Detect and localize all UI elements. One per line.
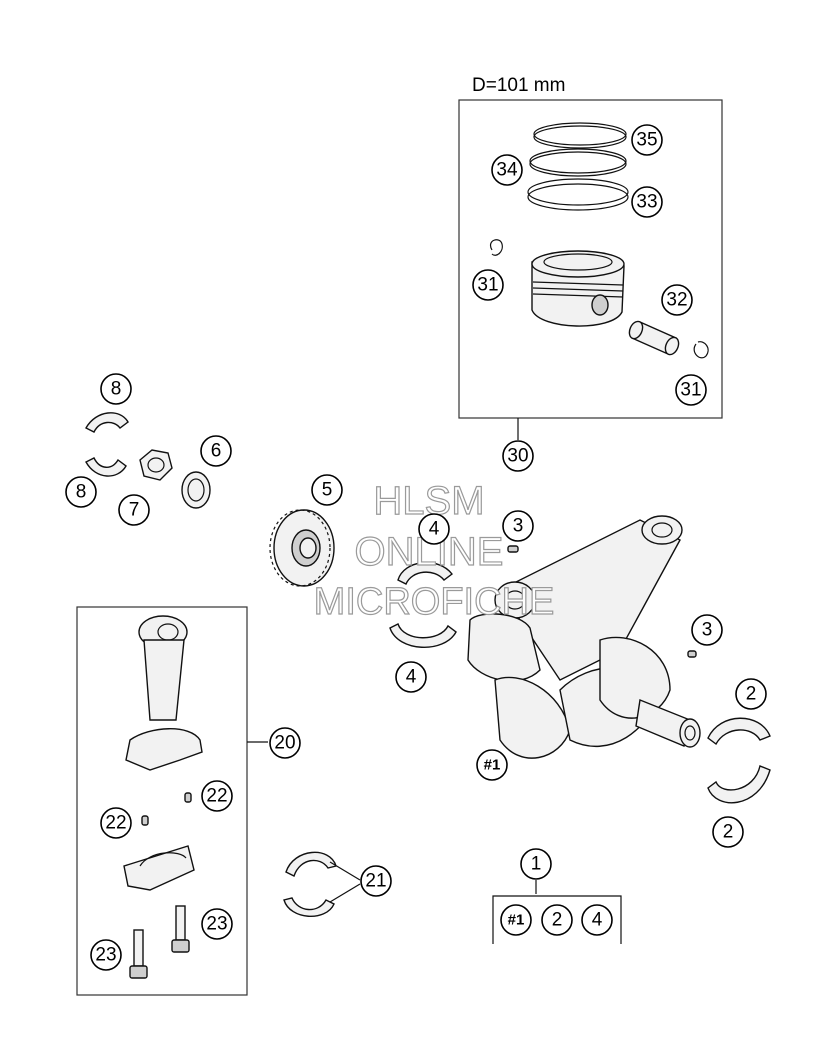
piston-rings: [527, 122, 629, 211]
svg-text:8: 8: [76, 482, 87, 503]
callout-2[interactable]: 2: [712, 816, 744, 848]
svg-text:23: 23: [206, 914, 227, 935]
watermark: HLSM ONLINE MICROFICHE: [313, 478, 555, 623]
bearing-shell: [707, 717, 771, 746]
piston-pin: [628, 320, 680, 356]
svg-text:22: 22: [206, 786, 227, 807]
callout-2[interactable]: 2: [735, 678, 767, 710]
callout-32[interactable]: 32: [661, 284, 693, 316]
kit-item-4[interactable]: 4: [581, 904, 613, 936]
svg-text:4: 4: [592, 910, 603, 931]
svg-text:31: 31: [680, 380, 701, 401]
leader-21: [329, 883, 361, 903]
callout-1[interactable]: 1: [520, 848, 552, 880]
bearing-shell: [85, 457, 127, 477]
svg-text:3: 3: [702, 620, 713, 641]
bearing-shell: [707, 765, 771, 804]
svg-text:8: 8: [111, 379, 122, 400]
crankshaft-gear: [269, 509, 335, 587]
svg-text:34: 34: [496, 160, 518, 181]
svg-text:21: 21: [365, 871, 386, 892]
callout-31[interactable]: 31: [675, 374, 707, 406]
callout-35[interactable]: 35: [631, 124, 663, 156]
svg-text:#1: #1: [508, 912, 525, 929]
con-rod-bolt: [129, 929, 148, 979]
piston-pin-circlip: [693, 341, 709, 359]
watermark-line-1: HLSM: [373, 479, 484, 523]
woodruff-key: [687, 650, 697, 658]
callout-crankshaft[interactable]: #1: [476, 749, 508, 781]
watermark-line-3: MICROFICHE: [314, 581, 555, 623]
con-rod-bolt: [171, 905, 190, 953]
callout-23[interactable]: 23: [201, 908, 233, 940]
kit-1-bracket: [492, 880, 622, 944]
woodruff-key: [507, 545, 519, 553]
callout-5[interactable]: 5: [311, 474, 343, 506]
bearing-shell: [85, 412, 129, 433]
callout-23[interactable]: 23: [90, 939, 122, 971]
callout-22[interactable]: 22: [201, 780, 233, 812]
bearing-shell: [389, 623, 457, 648]
lock-washer: [181, 471, 211, 509]
svg-text:4: 4: [429, 519, 440, 540]
svg-text:33: 33: [636, 192, 657, 213]
piston: [531, 250, 625, 327]
callout-8[interactable]: 8: [65, 476, 97, 508]
connecting-rod: [125, 615, 203, 771]
callout-4[interactable]: 4: [395, 661, 427, 693]
bearing-shell: [285, 851, 337, 877]
kit-item-2[interactable]: 2: [541, 904, 573, 936]
callout-34[interactable]: 34: [491, 154, 523, 186]
bearing-shell: [283, 897, 335, 918]
kit-item-crankshaft[interactable]: #1: [500, 904, 532, 936]
svg-text:7: 7: [129, 500, 140, 521]
svg-text:35: 35: [636, 130, 657, 151]
callout-20[interactable]: 20: [269, 727, 301, 759]
callout-6[interactable]: 6: [200, 435, 232, 467]
callout-22[interactable]: 22: [100, 807, 132, 839]
callout-3[interactable]: 3: [691, 614, 723, 646]
svg-text:2: 2: [746, 684, 757, 705]
svg-text:20: 20: [274, 733, 295, 754]
svg-text:3: 3: [513, 516, 524, 537]
svg-text:30: 30: [507, 446, 528, 467]
callout-8[interactable]: 8: [100, 373, 132, 405]
svg-text:6: 6: [211, 441, 222, 462]
dowel-pin: [184, 792, 192, 803]
svg-text:5: 5: [322, 480, 333, 501]
connecting-rod-cap: [123, 845, 195, 891]
callout-30[interactable]: 30: [502, 440, 534, 472]
callout-33[interactable]: 33: [631, 186, 663, 218]
piston-pin-circlip: [490, 239, 503, 256]
svg-text:4: 4: [406, 667, 417, 688]
svg-text:#1: #1: [484, 757, 501, 774]
svg-text:31: 31: [477, 275, 498, 296]
callout-7[interactable]: 7: [118, 494, 150, 526]
svg-text:2: 2: [552, 910, 563, 931]
callout-3[interactable]: 3: [502, 510, 534, 542]
svg-text:22: 22: [105, 813, 126, 834]
svg-text:1: 1: [531, 854, 542, 875]
connecting-rod-box: [76, 606, 248, 996]
callout-21[interactable]: 21: [360, 865, 392, 897]
dowel-pin: [141, 815, 149, 826]
bearing-shell: [397, 561, 453, 585]
piston-kit-box: [458, 99, 723, 419]
leader-21: [329, 861, 361, 881]
bore-diameter-label: D=101 mm: [472, 75, 565, 96]
svg-text:32: 32: [666, 290, 687, 311]
svg-text:23: 23: [95, 945, 116, 966]
crankshaft-assembly: [467, 515, 701, 759]
svg-text:2: 2: [723, 822, 734, 843]
callout-31[interactable]: 31: [472, 269, 504, 301]
callout-4[interactable]: 4: [418, 513, 450, 545]
hex-nut: [139, 449, 173, 481]
